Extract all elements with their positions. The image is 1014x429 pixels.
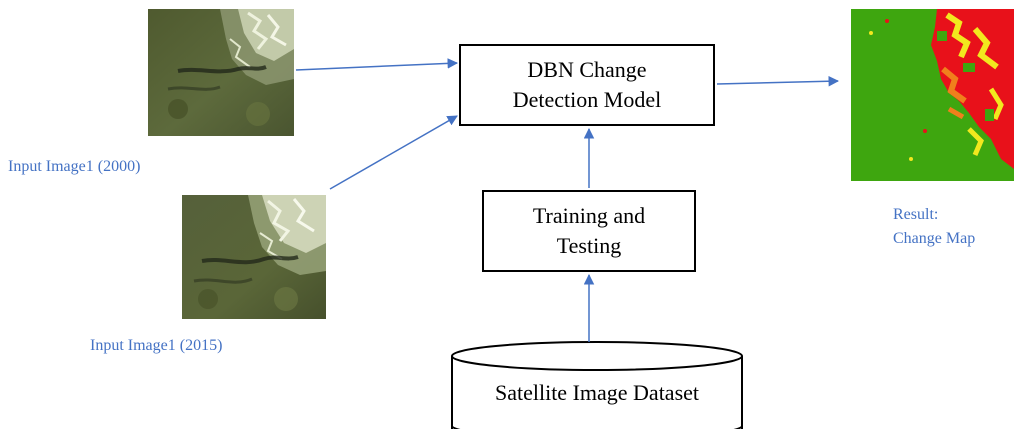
dataset-cylinder <box>451 341 743 429</box>
dataset-label: Satellite Image Dataset <box>494 380 700 405</box>
arrow-image2015-to-model <box>329 115 458 190</box>
arrow-image2000-to-model <box>295 58 459 71</box>
satellite-image-2015 <box>182 195 326 319</box>
training-box-line2: Testing <box>556 233 622 258</box>
change-map-image <box>851 9 1014 181</box>
training-box-line1: Training and <box>532 203 646 228</box>
input-caption-2015: Input Image1 (2015) <box>90 337 223 354</box>
dbn-model-box: DBN Change Detection Model <box>459 44 715 126</box>
input-caption-2000: Input Image1 (2000) <box>8 158 141 175</box>
result-caption-line1: Result: <box>893 206 939 223</box>
result-caption-line2: Change Map <box>893 230 976 247</box>
result-caption: Result: Change Map <box>893 203 975 251</box>
dbn-model-title-line1: DBN Change <box>527 57 647 82</box>
dbn-model-title-line2: Detection Model <box>512 87 662 112</box>
arrow-model-to-result <box>716 75 840 87</box>
satellite-image-2000 <box>148 9 294 136</box>
training-testing-box: Training and Testing <box>482 190 696 272</box>
